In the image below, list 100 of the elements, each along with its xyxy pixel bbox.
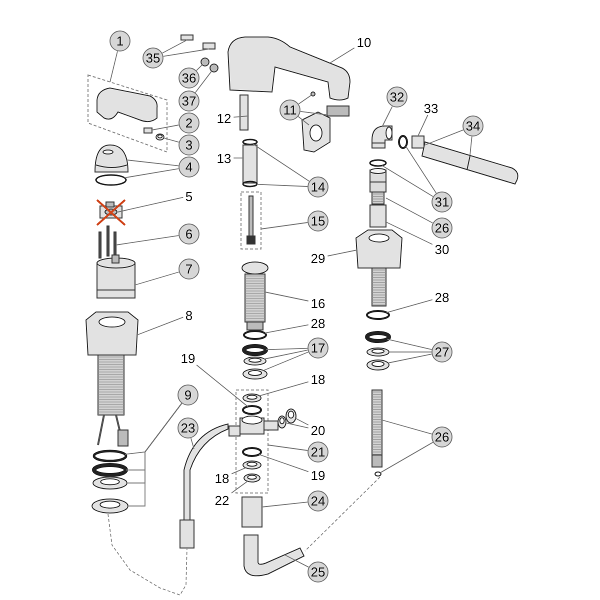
callout-number: 28 xyxy=(310,316,326,330)
spout xyxy=(228,36,350,100)
lever-handle xyxy=(96,88,158,122)
leader-line xyxy=(196,364,248,407)
washer xyxy=(242,460,262,470)
leader-line xyxy=(128,402,182,506)
callout-number: 21 xyxy=(308,442,328,462)
leader-line xyxy=(327,250,358,256)
leader-line xyxy=(110,50,118,82)
washer xyxy=(366,348,390,356)
leader-line xyxy=(190,438,194,450)
callout-number: 12 xyxy=(216,111,232,125)
leader-line xyxy=(382,165,434,197)
leader-line xyxy=(286,422,309,428)
leader-line xyxy=(136,316,184,336)
leader-line xyxy=(162,40,188,54)
dome-cap xyxy=(94,144,128,172)
callout-number: 18 xyxy=(214,471,230,485)
o-ring xyxy=(92,463,128,477)
o-ring xyxy=(242,447,262,457)
callout-number: 10 xyxy=(356,35,372,49)
screw xyxy=(98,232,102,258)
elbow-fitting xyxy=(372,126,392,148)
leader-line xyxy=(124,168,180,178)
leader-line xyxy=(262,502,308,508)
leader-line xyxy=(386,338,432,350)
callout-number: 1 xyxy=(110,30,130,52)
callout-number: 27 xyxy=(432,342,452,362)
callout-number: 24 xyxy=(308,490,328,512)
leader-line xyxy=(196,64,203,72)
callout-number: 13 xyxy=(216,151,232,165)
leader-line xyxy=(284,554,310,568)
threaded-rod xyxy=(372,390,382,468)
leader-line xyxy=(263,352,309,371)
leader-line xyxy=(152,124,180,130)
callout-number: 15 xyxy=(308,210,328,232)
leader-line xyxy=(386,222,433,245)
group-outline xyxy=(240,192,262,250)
o-ring xyxy=(95,174,127,186)
callout-number: 34 xyxy=(462,116,484,136)
pin xyxy=(240,94,248,130)
leader-line xyxy=(162,48,210,57)
callout-number: 8 xyxy=(184,308,194,322)
washer xyxy=(92,498,128,514)
callout-number: 26 xyxy=(432,426,452,448)
leader-line xyxy=(424,129,464,146)
callout-number: 26 xyxy=(432,218,452,238)
callout-number: 3 xyxy=(178,134,200,156)
callout-number: 25 xyxy=(308,562,328,582)
callout-number: 17 xyxy=(308,338,328,358)
callout-number: 36 xyxy=(178,68,200,88)
callout-number: 20 xyxy=(310,423,326,437)
adapter xyxy=(412,136,424,148)
callout-number: 6 xyxy=(178,224,200,244)
callout-number: 22 xyxy=(214,493,230,507)
o-ring xyxy=(369,159,387,167)
leader-line xyxy=(300,110,328,116)
hex-nut xyxy=(278,416,286,428)
washer xyxy=(244,356,266,366)
handle-base xyxy=(355,230,403,306)
leader-line xyxy=(118,196,184,212)
hose xyxy=(180,424,228,548)
leader-line xyxy=(268,444,308,451)
cartridge xyxy=(96,254,136,298)
washer xyxy=(242,394,262,402)
hex-nut xyxy=(286,408,296,424)
leader-line xyxy=(134,272,180,286)
leader-line xyxy=(260,222,308,230)
leader-line xyxy=(126,160,180,166)
screw xyxy=(202,42,216,50)
o-ring xyxy=(242,344,268,356)
callout-number: 37 xyxy=(178,90,200,112)
threaded-body xyxy=(242,262,268,330)
callout-number: 16 xyxy=(310,296,326,310)
o-ring xyxy=(398,135,408,149)
o-ring xyxy=(366,310,390,320)
callout-number: 29 xyxy=(310,251,326,265)
leader-line xyxy=(382,106,393,128)
callout-number: 19 xyxy=(310,468,326,482)
leader-line xyxy=(266,348,308,350)
o-ring xyxy=(242,405,262,415)
bent-pipe xyxy=(244,534,304,576)
nipple xyxy=(242,496,262,528)
callout-number: 2 xyxy=(178,112,200,134)
callout-number: 18 xyxy=(310,372,326,386)
leader-line xyxy=(264,292,309,302)
washer xyxy=(92,476,128,490)
leader-line xyxy=(298,116,310,126)
leader-line xyxy=(258,454,309,472)
gasket-plate xyxy=(301,111,330,153)
callout-number: 31 xyxy=(432,192,452,212)
group-outline xyxy=(88,74,168,153)
leader-line xyxy=(233,116,248,118)
set-screw xyxy=(144,128,152,134)
tube xyxy=(242,144,258,184)
o-ring xyxy=(365,331,391,343)
threaded-adapter xyxy=(370,168,386,204)
leader-line xyxy=(386,198,434,224)
callout-number: 14 xyxy=(308,176,328,198)
screw xyxy=(310,92,316,96)
